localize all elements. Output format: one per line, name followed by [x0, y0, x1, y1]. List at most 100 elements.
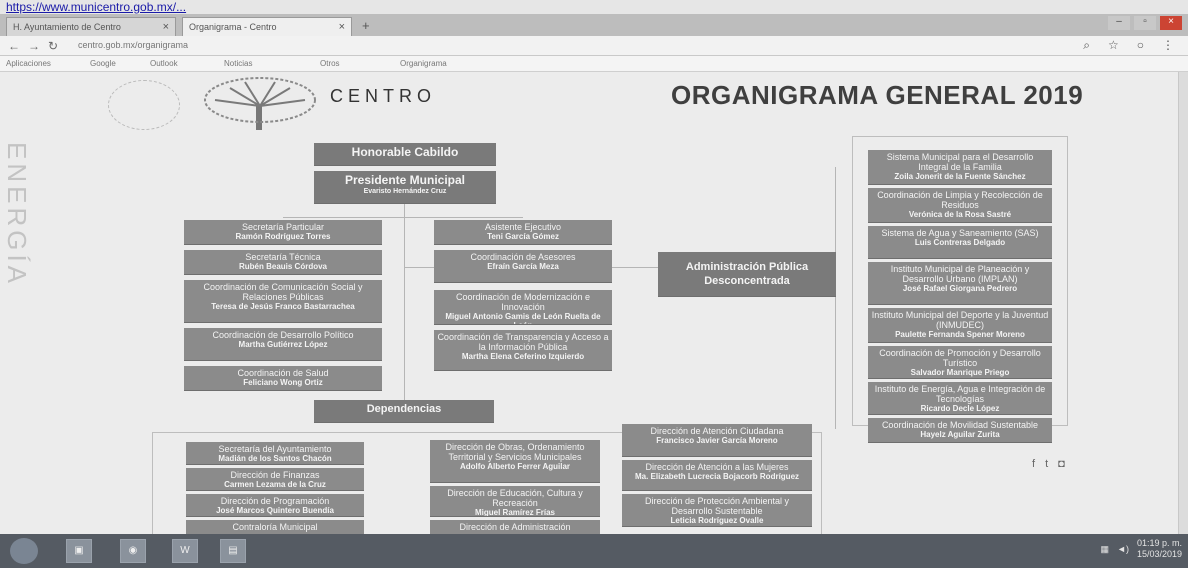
- org-box-dependencia[interactable]: Dirección de Atención a las Mujeres Ma. …: [622, 460, 812, 490]
- back-icon[interactable]: ←: [8, 39, 20, 53]
- windows-taskbar: ▣ ◉ W ▤ ▦ ◄) 01:19 p. m. 15/03/2019: [0, 534, 1188, 568]
- org-box-dependencias[interactable]: Dependencias: [314, 400, 494, 422]
- tab-organigrama[interactable]: Organigrama - Centro ×: [182, 17, 352, 36]
- org-box-dependencia[interactable]: Dirección de Obras, Ordenamiento Territo…: [430, 440, 600, 482]
- tab-label: Organigrama - Centro: [189, 22, 277, 32]
- start-button-icon[interactable]: [10, 538, 38, 564]
- url-input[interactable]: centro.gob.mx/organigrama: [78, 40, 189, 50]
- menu-icon[interactable]: ⋮: [1162, 38, 1174, 52]
- explorer-icon[interactable]: ▣: [66, 539, 92, 563]
- address-actions: ⌕ ☆ ○ ⋮: [1083, 38, 1174, 53]
- minimize-icon[interactable]: –: [1108, 16, 1130, 30]
- word-icon[interactable]: W: [172, 539, 198, 563]
- org-box-right[interactable]: Sistema de Agua y Saneamiento (SAS) Luis…: [868, 226, 1052, 258]
- org-box-left[interactable]: Secretaría Particular Ramón Rodríguez To…: [184, 220, 382, 244]
- org-box-left[interactable]: Coordinación de Comunicación Social y Re…: [184, 280, 382, 322]
- clock[interactable]: 01:19 p. m. 15/03/2019: [1137, 538, 1182, 560]
- facebook-icon[interactable]: f: [1032, 458, 1036, 470]
- close-window-icon[interactable]: ×: [1160, 16, 1182, 30]
- bookmark-item[interactable]: Google: [90, 59, 116, 68]
- bookmark-item[interactable]: Otros: [320, 59, 340, 68]
- org-box-center[interactable]: Coordinación de Modernización e Innovaci…: [434, 290, 612, 324]
- connector-line: [404, 202, 405, 408]
- maximize-icon[interactable]: ▫: [1134, 16, 1156, 30]
- bookmark-item[interactable]: Aplicaciones: [6, 59, 51, 68]
- close-tab-icon[interactable]: ×: [338, 21, 345, 33]
- org-box-title: Instituto de Energía, Agua e Integración…: [874, 384, 1046, 404]
- tab-ayuntamiento[interactable]: H. Ayuntamiento de Centro ×: [6, 17, 176, 36]
- org-box-title: Coordinación de Modernización e Innovaci…: [455, 292, 591, 312]
- org-box-right[interactable]: Coordinación de Movilidad Sustentable Ha…: [868, 418, 1052, 442]
- org-box-right[interactable]: Coordinación de Promoción y Desarrollo T…: [868, 346, 1052, 378]
- org-box-right[interactable]: Instituto Municipal de Planeación y Desa…: [868, 262, 1052, 304]
- org-box-title: Coordinación de Asesores: [470, 252, 576, 262]
- org-box-name: Ramón Rodríguez Torres: [235, 232, 331, 241]
- volume-icon[interactable]: ◄): [1117, 544, 1129, 554]
- url-caption: https://www.municentro.gob.mx/...: [6, 0, 187, 14]
- new-tab-button[interactable]: +: [362, 18, 370, 33]
- org-box-title: Dirección de Protección Ambiental y Desa…: [644, 496, 790, 516]
- page-scrollbar[interactable]: [1178, 72, 1188, 534]
- org-box-left[interactable]: Coordinación de Salud Feliciano Wong Ort…: [184, 366, 382, 390]
- org-box-title: Coordinación de Desarrollo Político: [212, 330, 354, 340]
- org-box-dependencia[interactable]: Secretaría del Ayuntamiento Madián de lo…: [186, 442, 364, 464]
- bookmark-item[interactable]: Organigrama: [400, 59, 447, 68]
- org-box-title: Dirección de Atención a las Mujeres: [645, 462, 789, 472]
- org-box-name: Miguel Ramírez Frías: [474, 508, 556, 516]
- tab-label: H. Ayuntamiento de Centro: [13, 22, 121, 32]
- bookmark-item[interactable]: Outlook: [150, 59, 178, 68]
- org-box-title: Dependencias: [366, 403, 442, 415]
- org-box-dependencia[interactable]: Dirección de Educación, Cultura y Recrea…: [430, 486, 600, 516]
- org-box-name: Ricardo Decle López: [920, 404, 1000, 413]
- social-icons: f t ◘: [1032, 458, 1065, 470]
- org-box-right[interactable]: Sistema Municipal para el Desarrollo Int…: [868, 150, 1052, 184]
- extension-icon[interactable]: ○: [1136, 38, 1144, 52]
- reload-icon[interactable]: ↻: [48, 39, 59, 53]
- page-title: ORGANIGRAMA GENERAL 2019: [671, 80, 1084, 110]
- zoom-icon[interactable]: ⌕: [1083, 38, 1090, 52]
- org-box-center[interactable]: Asistente Ejecutivo Teni García Gómez: [434, 220, 612, 244]
- org-box-cabildo[interactable]: Honorable Cabildo: [314, 143, 496, 165]
- twitter-icon[interactable]: t: [1045, 458, 1049, 470]
- star-icon[interactable]: ☆: [1107, 38, 1119, 52]
- browser-tab-bar: H. Ayuntamiento de Centro × Organigrama …: [0, 14, 1188, 36]
- side-watermark-text: ENERGÍA: [2, 142, 32, 288]
- instagram-icon[interactable]: ◘: [1058, 458, 1065, 470]
- close-tab-icon[interactable]: ×: [162, 21, 169, 33]
- chrome-icon[interactable]: ◉: [120, 539, 146, 563]
- org-box-name: Verónica de la Rosa Sastré: [908, 210, 1012, 219]
- org-box-left[interactable]: Secretaría Técnica Rubén Beauis Córdova: [184, 250, 382, 274]
- forward-icon[interactable]: →: [28, 39, 40, 53]
- connector-line: [835, 167, 836, 429]
- file-icon[interactable]: ▤: [220, 539, 246, 563]
- org-box-center[interactable]: Coordinación de Transparencia y Acceso a…: [434, 330, 612, 370]
- bookmarks-bar: Aplicaciones Google Outlook Noticias Otr…: [0, 56, 1188, 72]
- org-box-name: Martha Elena Ceferino Izquierdo: [461, 352, 585, 361]
- org-box-title: Dirección de Administración: [459, 522, 571, 532]
- org-box-name: Evaristo Hernández Cruz: [363, 188, 447, 195]
- org-box-title: Coordinación de Salud: [237, 368, 329, 378]
- org-box-center[interactable]: Coordinación de Asesores Efraín García M…: [434, 250, 612, 282]
- org-box-title: Coordinación de Comunicación Social y Re…: [203, 282, 363, 302]
- bookmark-item[interactable]: Noticias: [224, 59, 253, 68]
- org-box-dependencia[interactable]: Dirección de Programación José Marcos Qu…: [186, 494, 364, 516]
- org-box-dependencia[interactable]: Dirección de Administración: [430, 520, 600, 534]
- org-box-title: Secretaría del Ayuntamiento: [218, 444, 332, 454]
- org-box-name: Adolfo Alberto Ferrer Aguilar: [459, 462, 571, 471]
- org-box-title: Presidente Municipal: [344, 173, 466, 187]
- org-box-dependencia[interactable]: Dirección de Finanzas Carmen Lezama de l…: [186, 468, 364, 490]
- org-box-right[interactable]: Coordinación de Limpia y Recolección de …: [868, 188, 1052, 222]
- org-box-title: Coordinación de Limpia y Recolección de …: [877, 190, 1043, 210]
- org-box-administracion[interactable]: Administración Pública Desconcentrada: [658, 252, 836, 296]
- org-box-title: Dirección de Educación, Cultura y Recrea…: [447, 488, 583, 508]
- org-box-dependencia[interactable]: Dirección de Protección Ambiental y Desa…: [622, 494, 812, 526]
- network-icon[interactable]: ▦: [1100, 543, 1110, 554]
- org-box-right[interactable]: Instituto Municipal del Deporte y la Juv…: [868, 308, 1052, 342]
- org-box-left[interactable]: Coordinación de Desarrollo Político Mart…: [184, 328, 382, 360]
- org-box-right[interactable]: Instituto de Energía, Agua e Integración…: [868, 382, 1052, 414]
- org-box-presidente[interactable]: Presidente Municipal Evaristo Hernández …: [314, 171, 496, 203]
- org-box-dependencia[interactable]: Dirección de Atención Ciudadana Francisc…: [622, 424, 812, 456]
- org-box-name: José Marcos Quintero Buendía: [216, 506, 334, 515]
- org-box-dependencia[interactable]: Contraloría Municipal: [186, 520, 364, 534]
- org-box-name: Carmen Lezama de la Cruz: [224, 480, 326, 489]
